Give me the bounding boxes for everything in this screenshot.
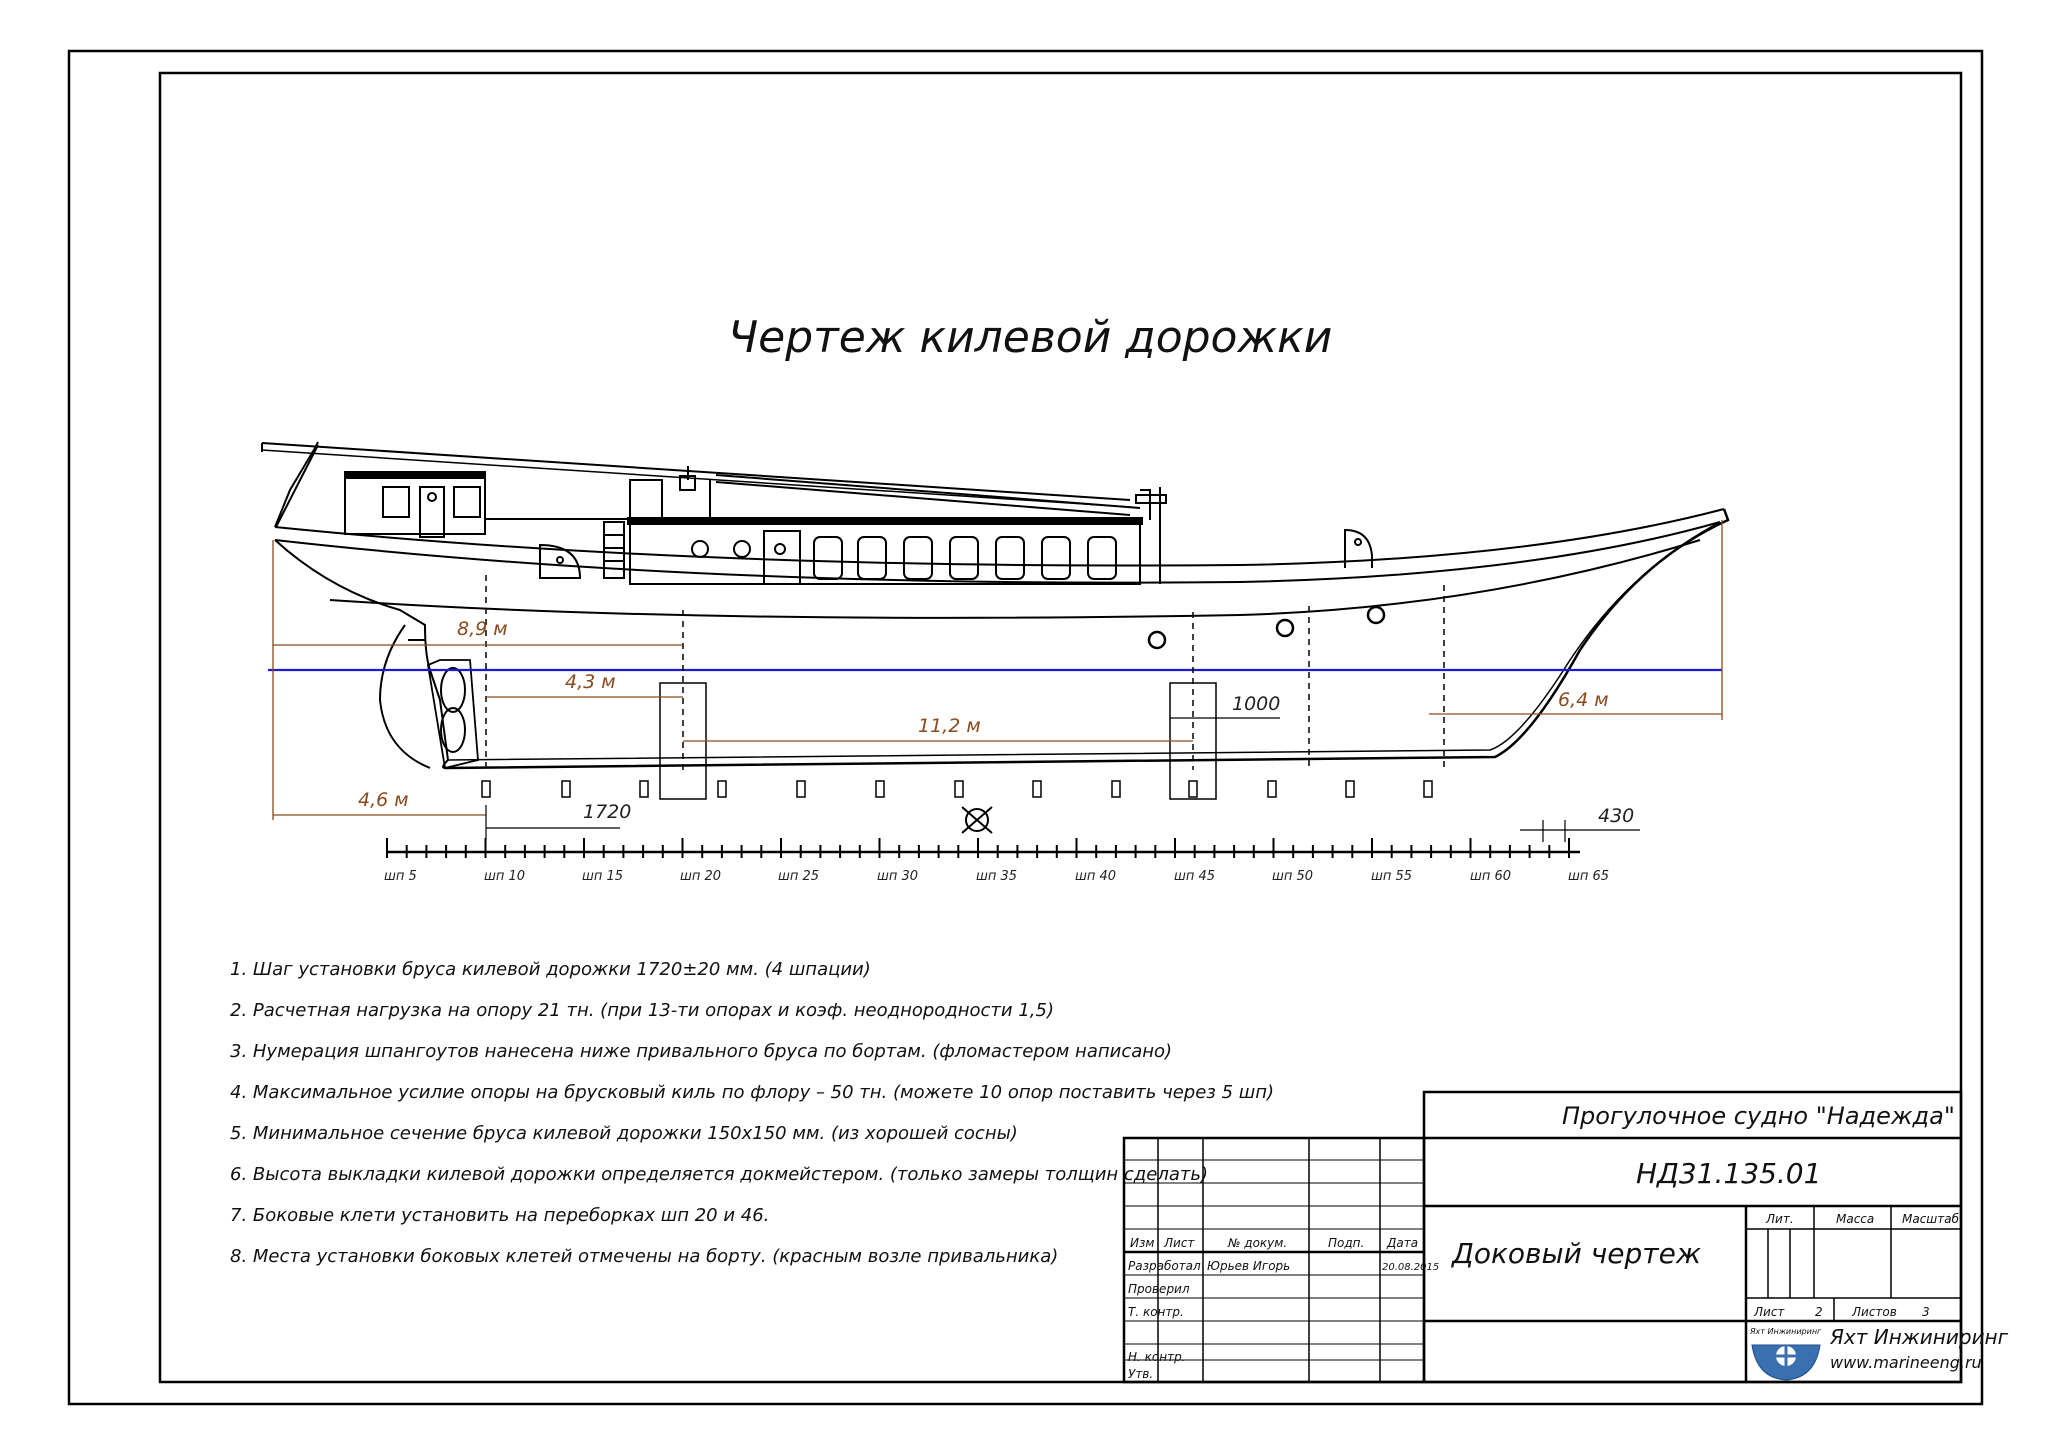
note-item: 4. Максимальное усилие опоры на брусковы…	[230, 1082, 1274, 1103]
frame-label: шп 5	[384, 869, 417, 884]
frame-label: шп 45	[1174, 869, 1215, 884]
frame-label: шп 10	[484, 869, 525, 884]
dim-4-3: 4,3 м	[565, 671, 616, 693]
frame-dash-lines	[485, 575, 1445, 770]
outer-frame	[67, 49, 1984, 1406]
frame-label: шп 60	[1470, 869, 1511, 884]
dim-4-6: 4,6 м	[358, 789, 409, 811]
vessel-name: Прогулочное судно "Надежда"	[1562, 1102, 1955, 1130]
sheet-label: Лист	[1753, 1305, 1785, 1319]
notes-list: 1. Шаг установки бруса килевой дорожки 1…	[230, 959, 1274, 1267]
sheets-label: Листов	[1851, 1305, 1897, 1319]
ship-profile	[261, 441, 1730, 770]
dim-11-2: 11,2 м	[918, 715, 981, 737]
row-razrab: Разработал	[1128, 1259, 1201, 1273]
company-logo-text: Яхт Инжиниринг	[1749, 1327, 1822, 1336]
frame-scale	[386, 838, 1580, 858]
frame-label: шп 30	[877, 869, 918, 884]
company-logo: Яхт Инжиниринг	[1749, 1327, 1822, 1381]
dim-8-9: 8,9 м	[457, 618, 508, 640]
dim-1000: 1000	[1232, 693, 1280, 715]
frame-label: шп 65	[1568, 869, 1609, 884]
frame-label: шп 20	[680, 869, 721, 884]
col-ndokum: № докум.	[1227, 1236, 1287, 1250]
frame-label: шп 25	[778, 869, 819, 884]
row-tkontr: Т. контр.	[1128, 1305, 1184, 1319]
col-list: Лист	[1163, 1236, 1195, 1250]
note-item: 3. Нумерация шпангоутов нанесена ниже пр…	[230, 1041, 1172, 1062]
dim-430: 430	[1598, 805, 1634, 827]
note-item: 5. Минимальное сечение бруса килевой дор…	[230, 1123, 1018, 1144]
frame-label: шп 50	[1272, 869, 1313, 884]
razrab-date: 20.08.2015	[1382, 1262, 1439, 1273]
dimension-lines-black	[485, 717, 1640, 842]
doc-number: НД31.135.01	[1636, 1157, 1821, 1190]
frame-label: шп 40	[1075, 869, 1116, 884]
lit-label: Лит.	[1765, 1212, 1794, 1226]
note-item: 1. Шаг установки бруса килевой дорожки 1…	[230, 959, 871, 980]
dimension-lines	[272, 520, 1723, 820]
frame-label: шп 15	[582, 869, 623, 884]
inner-frame	[158, 71, 1963, 1384]
note-item: 7. Боковые клети установить на переборка…	[230, 1205, 769, 1226]
note-item: 6. Высота выкладки килевой дорожки опред…	[230, 1164, 1208, 1185]
company-name: Яхт Инжиниринг	[1829, 1325, 2009, 1349]
doc-title: Доковый чертеж	[1450, 1237, 1701, 1270]
col-podp: Подп.	[1328, 1236, 1364, 1250]
dim-1720: 1720	[583, 801, 631, 823]
col-izm: Изм	[1130, 1236, 1154, 1250]
col-data: Дата	[1386, 1236, 1418, 1250]
row-proveril: Проверил	[1128, 1282, 1190, 1296]
row-utv: Утв.	[1128, 1367, 1153, 1381]
frame-label: шп 55	[1371, 869, 1412, 884]
drawing-title: Чертеж килевой дорожки	[728, 312, 1332, 363]
note-item: 8. Места установки боковых клетей отмече…	[230, 1246, 1058, 1267]
frame-label: шп 35	[976, 869, 1017, 884]
title-block	[1122, 1090, 1963, 1384]
masshtab-label: Масштаб	[1902, 1212, 1960, 1226]
note-item: 2. Расчетная нагрузка на опору 21 тн. (п…	[230, 1000, 1054, 1021]
sheets-value: 3	[1922, 1305, 1930, 1319]
company-website: www.marineeng.ru	[1830, 1353, 1982, 1372]
sheet-value: 2	[1815, 1305, 1823, 1319]
midship-symbol	[961, 806, 993, 834]
row-nkontr: Н. контр.	[1128, 1350, 1186, 1364]
dim-6-4: 6,4 м	[1558, 689, 1609, 711]
frame-labels: шп 5 шп 10 шп 15 шп 20 шп 25 шп 30 шп 35…	[384, 869, 1609, 884]
massa-label: Масса	[1836, 1212, 1874, 1226]
razrab-name: Юрьев Игорь	[1207, 1259, 1290, 1273]
